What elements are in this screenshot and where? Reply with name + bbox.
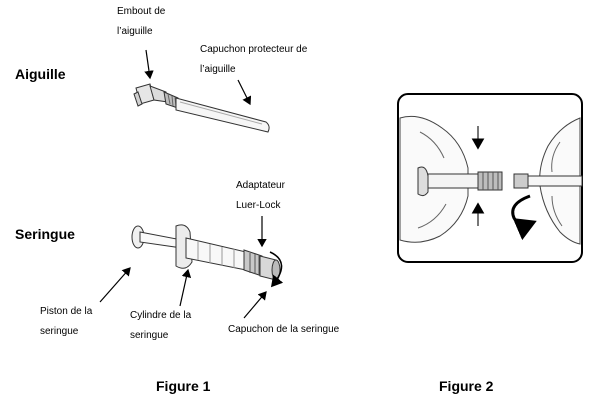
syringe-barrel [185,237,247,271]
fig2-syringe-barrel [427,173,479,189]
syringe-title: Seringue [15,226,75,242]
syringe-cap-label: Capuchon de la seringue [228,324,340,335]
twist-arrow-icon [269,251,284,288]
fig2-needle-cap [527,175,583,187]
needle-hub-arrow [144,49,154,80]
figure2-caption: Figure 2 [439,378,494,394]
syringe-drawing [131,224,281,281]
figure1-caption: Figure 1 [156,378,211,394]
needle-cap [175,97,270,133]
luer-lock-label: Adaptateur Luer-Lock [236,180,285,211]
needle-hub-label: Embout de l’aiguille [117,6,166,37]
figure2-panel [397,93,583,263]
barrel-arrow [179,268,192,307]
needle-cap-label: Capuchon protecteur de l’aiguille [200,44,308,75]
barrel-label: Cylindre de la seringue [130,310,192,341]
needle-cap-arrow [237,79,252,106]
plunger-arrow [99,267,131,303]
needle-drawing [133,83,270,133]
fig2-syringe-flange [417,166,429,197]
rotate-arrow-icon [511,194,537,241]
syringe-cap-arrow [243,291,267,319]
fig2-luer [477,171,503,191]
needle-title: Aiguille [15,66,66,82]
fig2-needle-hub [513,173,529,189]
plunger-label: Piston de la seringue [40,306,93,337]
